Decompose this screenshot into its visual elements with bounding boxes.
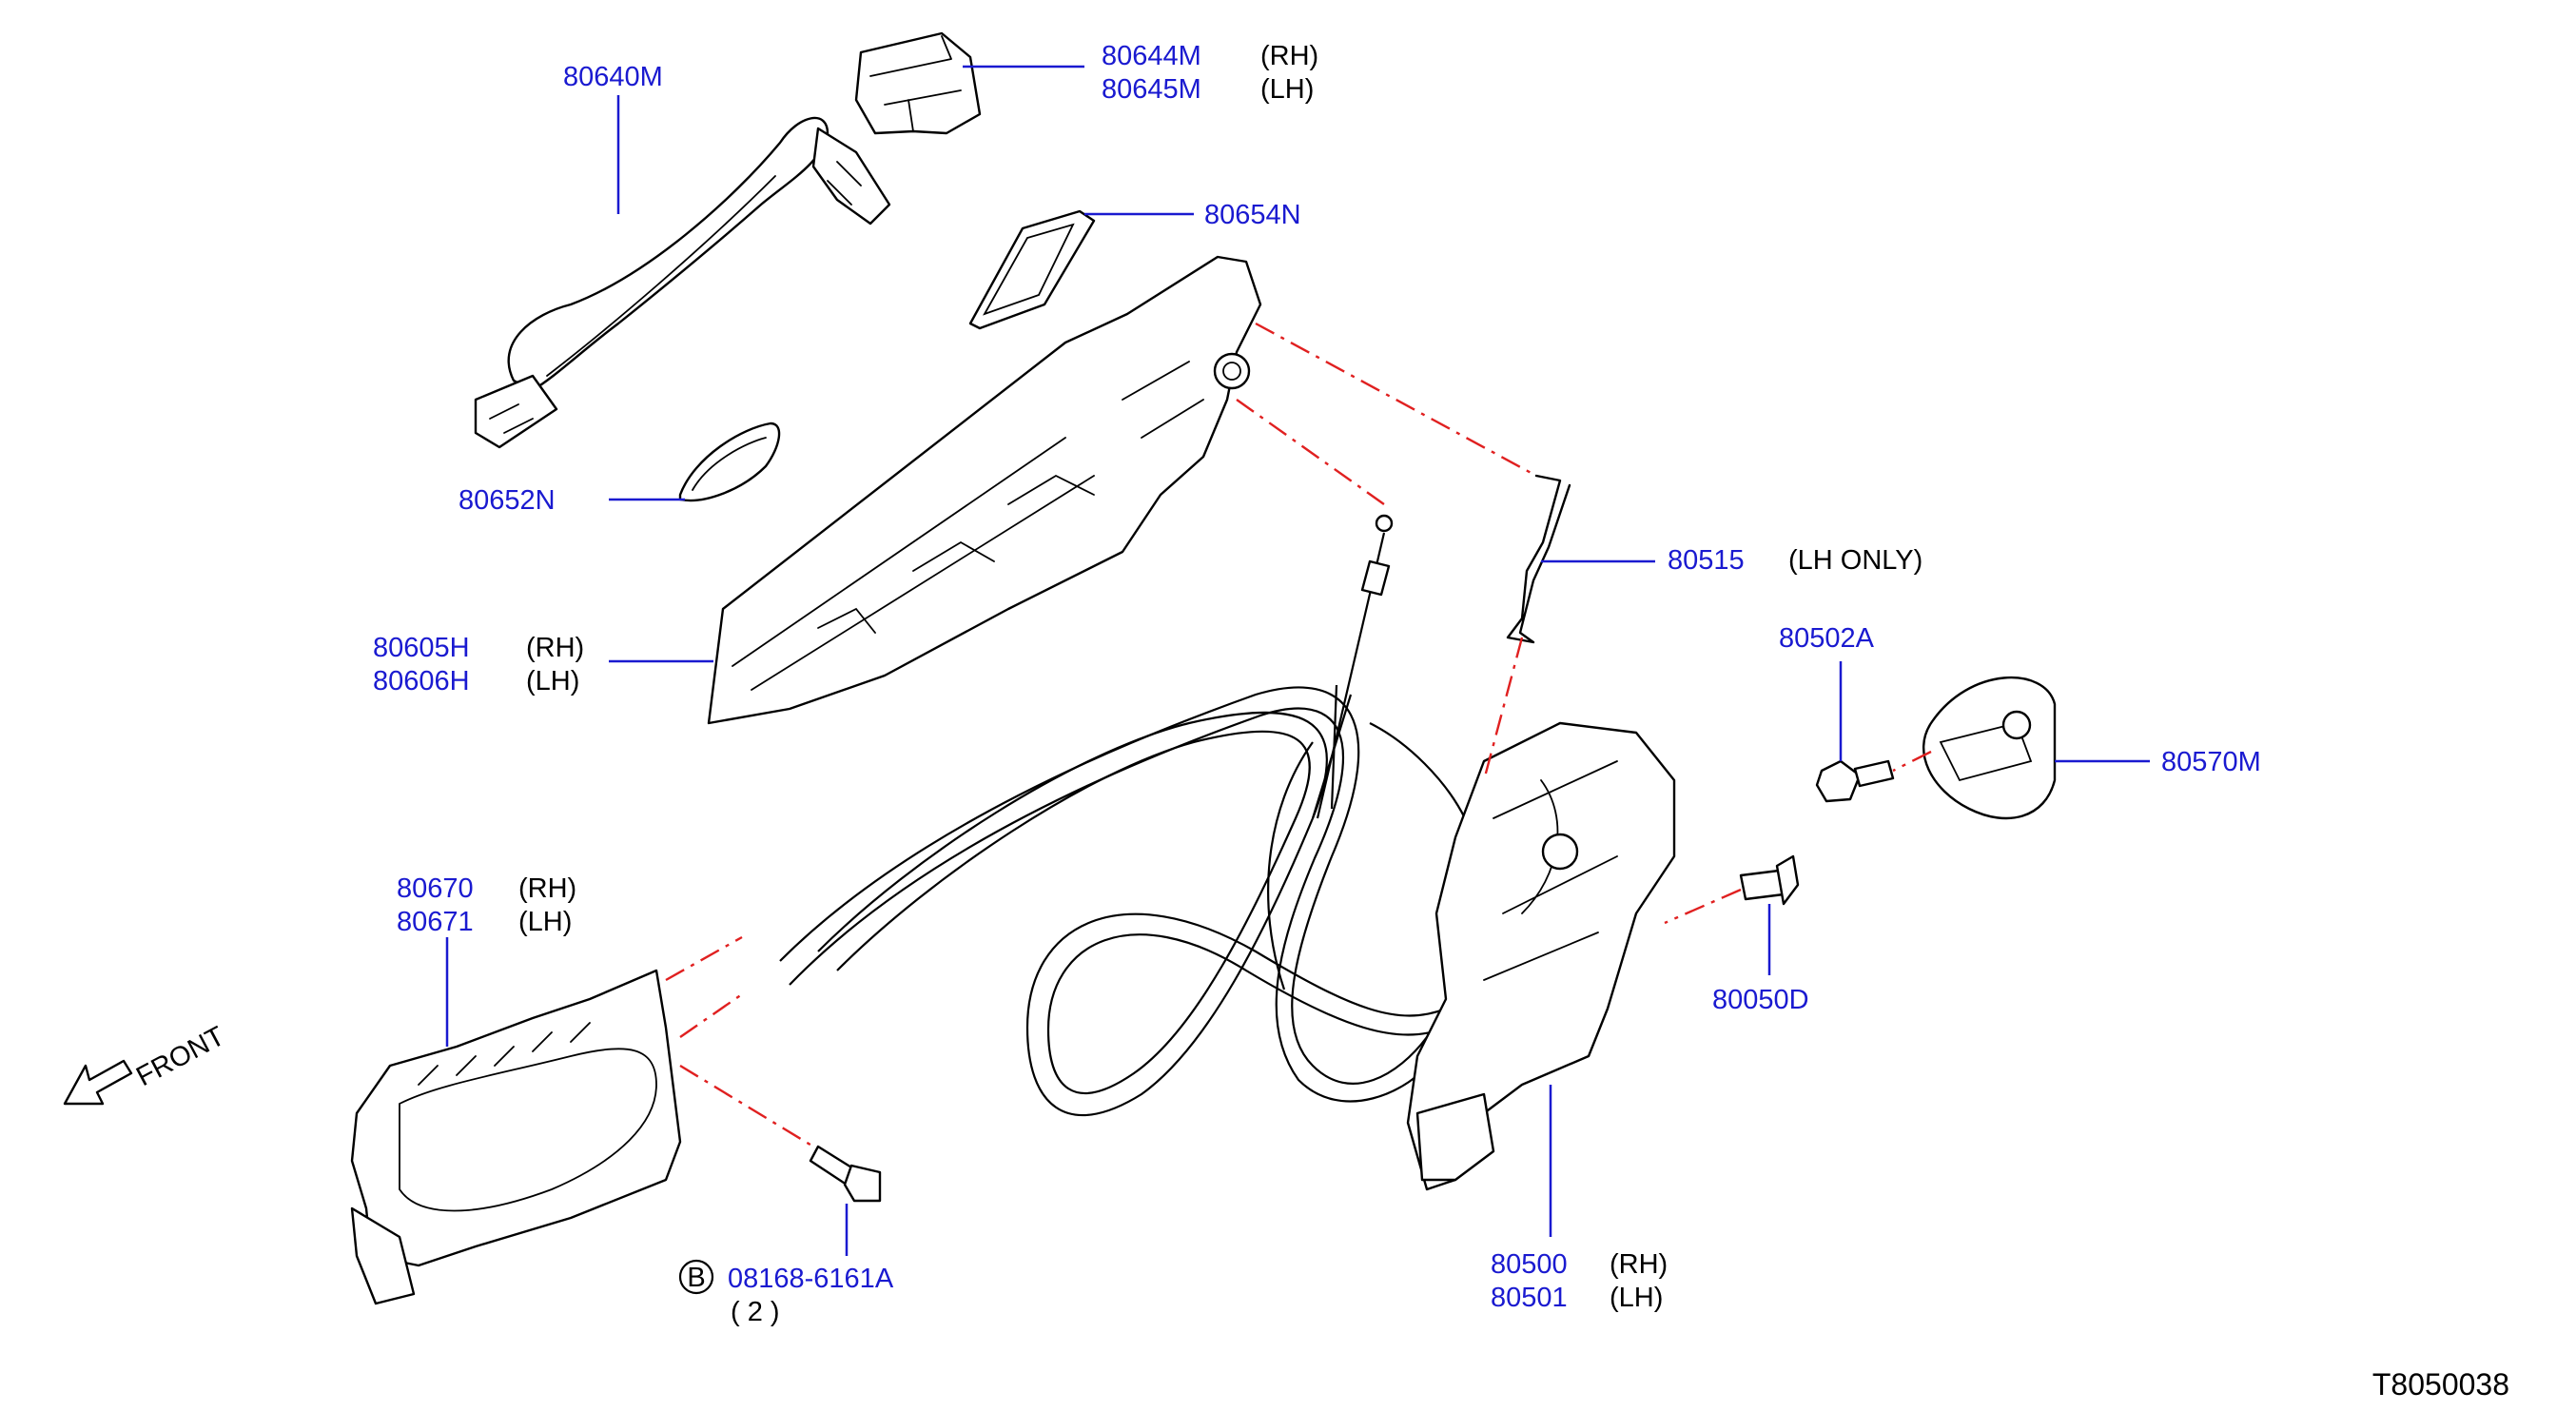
bolt-marker-icon: B — [678, 1259, 714, 1295]
inside-handle — [350, 969, 682, 1305]
cable-harness — [779, 514, 1466, 1117]
label-handle-cover-lh: 80645M — [1102, 74, 1201, 105]
label-lock-lh: 80501 — [1491, 1283, 1568, 1313]
label-front: FRONT — [131, 1021, 229, 1092]
label-handle-cover-rh: 80644M — [1102, 41, 1201, 71]
lock-screw — [1739, 854, 1800, 906]
callout-labels: 80640M 80644M (RH) 80645M (LH) 80654N 80… — [131, 41, 2509, 1402]
label-handle-bracket-lh-side: (LH) — [526, 666, 579, 696]
label-inside-handle-rh-side: (RH) — [518, 873, 576, 904]
diagram-id: T8050038 — [2372, 1367, 2509, 1402]
gasket-rear — [968, 209, 1096, 330]
label-handle-bracket-rh: 80605H — [373, 633, 470, 663]
striker-screw — [1815, 759, 1895, 803]
label-handle-bracket-rh-side: (RH) — [526, 633, 584, 663]
label-inside-handle-rh: 80670 — [397, 873, 474, 904]
bolt — [809, 1145, 882, 1203]
label-outside-handle-grip: 80640M — [563, 62, 663, 92]
assembly-centerlines — [665, 322, 1932, 1148]
label-rod-note: (LH ONLY) — [1788, 545, 1922, 576]
label-gasket-rear: 80654N — [1204, 200, 1301, 230]
label-bolt-marker: B — [687, 1263, 705, 1293]
leader-lines — [445, 65, 2150, 1256]
label-gasket-front: 80652N — [459, 485, 556, 516]
label-handle-bracket-lh: 80606H — [373, 666, 470, 696]
label-bolt-qty: ( 2 ) — [731, 1297, 780, 1327]
label-lock-rh-side: (RH) — [1610, 1249, 1668, 1280]
rod — [1506, 474, 1571, 644]
label-lock-screw: 80050D — [1712, 985, 1809, 1015]
label-bolt: 08168-6161A — [728, 1264, 894, 1294]
label-handle-cover-rh-side: (RH) — [1260, 41, 1318, 71]
label-lock-rh: 80500 — [1491, 1249, 1568, 1280]
label-handle-cover-lh-side: (LH) — [1260, 74, 1314, 105]
label-striker: 80570M — [2161, 747, 2261, 777]
striker — [1922, 676, 2057, 820]
gasket-front — [678, 422, 781, 502]
label-rod: 80515 — [1668, 545, 1745, 576]
label-inside-handle-lh-side: (LH) — [518, 907, 572, 937]
front-arrow-icon — [63, 1059, 133, 1106]
label-lock-lh-side: (LH) — [1610, 1283, 1663, 1313]
label-striker-screw: 80502A — [1779, 623, 1875, 654]
label-inside-handle-lh: 80671 — [397, 907, 474, 937]
door-lock-actuator — [1406, 721, 1676, 1191]
outside-handle-grip — [474, 116, 891, 449]
handle-cover — [854, 31, 982, 135]
handle-bracket — [707, 255, 1262, 725]
